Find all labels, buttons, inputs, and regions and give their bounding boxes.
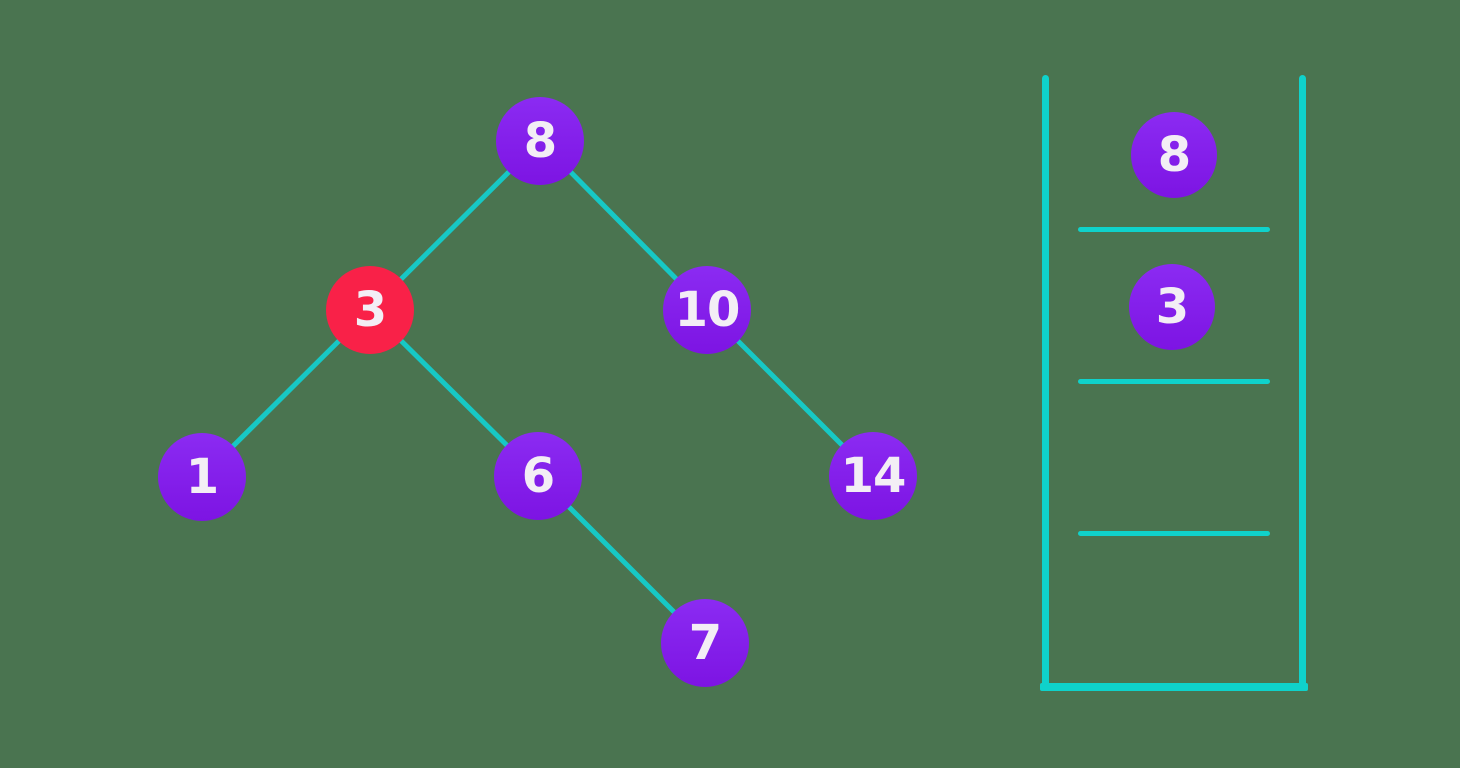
stack-right-rail <box>1299 75 1306 691</box>
stack-left-rail <box>1042 75 1049 691</box>
stack-divider-3 <box>1078 531 1270 536</box>
tree-node-7: 7 <box>661 599 749 687</box>
stack-divider-1 <box>1078 227 1270 232</box>
tree-node-10: 10 <box>663 266 751 354</box>
tree-node-3-highlighted: 3 <box>326 266 414 354</box>
tree-node-14: 14 <box>829 432 917 520</box>
tree-node-1: 1 <box>158 433 246 521</box>
stack-bottom-bar <box>1040 683 1308 691</box>
stack-item-3: 3 <box>1129 264 1215 350</box>
stack-item-8: 8 <box>1131 112 1217 198</box>
tree-node-8: 8 <box>496 97 584 185</box>
tree-node-6: 6 <box>494 432 582 520</box>
stack-divider-2 <box>1078 379 1270 384</box>
